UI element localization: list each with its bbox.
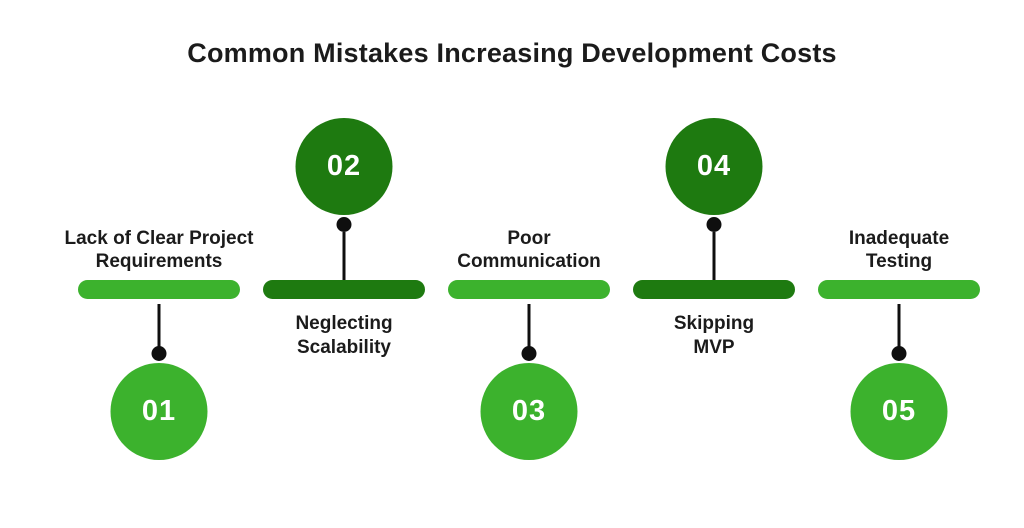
item-label: Neglecting Scalability bbox=[295, 313, 393, 358]
item-bar bbox=[78, 280, 240, 299]
timeline-item-01: Lack of Clear Project Requirements 01 bbox=[64, 0, 254, 528]
item-label: Poor Communication bbox=[457, 227, 601, 273]
item-bar bbox=[448, 280, 610, 299]
item-number: 02 bbox=[326, 150, 362, 182]
item-number: 01 bbox=[141, 395, 177, 427]
timeline-item-05: Inadequate Testing 05 bbox=[818, 0, 980, 528]
connector-dot bbox=[521, 346, 537, 361]
number-circle: 02 bbox=[295, 118, 393, 215]
connector-line bbox=[157, 304, 161, 351]
item-label: Inadequate Testing bbox=[848, 227, 950, 273]
timeline-item-02: 02 Neglecting Scalability bbox=[263, 0, 425, 528]
connector-line bbox=[342, 232, 346, 280]
item-number: 03 bbox=[511, 395, 547, 427]
connector-dot bbox=[336, 217, 352, 232]
item-number: 04 bbox=[696, 150, 732, 182]
item-bar bbox=[263, 280, 425, 299]
item-bar bbox=[818, 280, 980, 299]
connector-line bbox=[712, 232, 716, 280]
item-number: 05 bbox=[881, 395, 917, 427]
number-circle: 03 bbox=[480, 363, 578, 460]
connector-dot bbox=[706, 217, 722, 232]
item-label: Lack of Clear Project Requirements bbox=[64, 227, 254, 273]
item-bar bbox=[633, 280, 795, 299]
number-circle: 05 bbox=[850, 363, 948, 460]
number-circle: 01 bbox=[110, 363, 208, 460]
connector-line bbox=[527, 304, 531, 351]
timeline-item-03: Poor Communication 03 bbox=[448, 0, 610, 528]
connector-line bbox=[897, 304, 901, 351]
connector-dot bbox=[891, 346, 907, 361]
number-circle: 04 bbox=[665, 118, 763, 215]
timeline-item-04: 04 Skipping MVP bbox=[633, 0, 795, 528]
connector-dot bbox=[151, 346, 167, 361]
item-label: Skipping MVP bbox=[673, 313, 755, 358]
page-title: Common Mistakes Increasing Development C… bbox=[187, 38, 837, 68]
